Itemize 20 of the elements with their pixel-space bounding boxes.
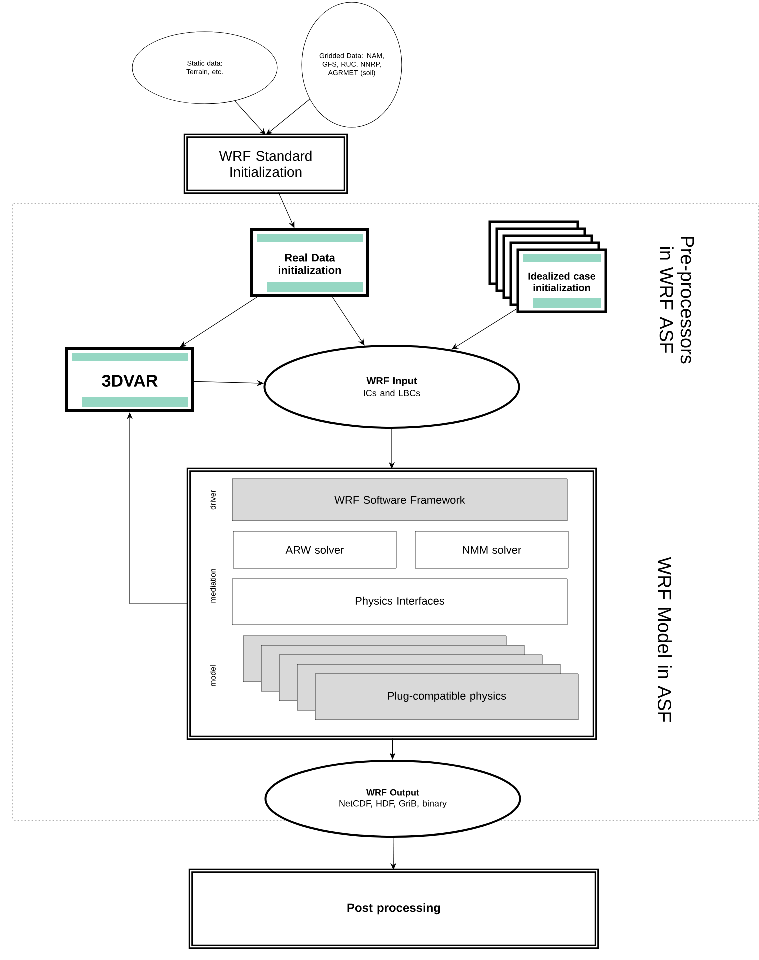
arrow — [266, 99, 310, 136]
layer-label: driver — [210, 490, 216, 510]
process-box: Post processing — [188, 868, 600, 950]
arrow — [452, 308, 518, 350]
process-box — [186, 468, 598, 740]
region-title: Pre-processors in WRF ASF — [660, 237, 694, 364]
layer-box: NMM solver — [415, 531, 569, 569]
layer-box: WRF Software Framework — [232, 478, 568, 522]
box-label: Real Data initialization — [279, 254, 342, 274]
region-title: WRF Model in ASF — [658, 557, 672, 722]
layer-label: mediation — [210, 569, 216, 603]
box-label: 3DVAR — [102, 374, 158, 388]
process-box: WRF Standard Initialization — [184, 134, 348, 194]
layer-box: ARW solver — [233, 531, 397, 569]
layer-box: Plug-compatible physics — [315, 674, 579, 720]
arrow — [278, 192, 295, 228]
arrow — [126, 412, 189, 604]
layer-label: model — [210, 666, 216, 686]
arrow — [332, 297, 365, 346]
layer-box: Physics Interfaces — [232, 578, 568, 626]
